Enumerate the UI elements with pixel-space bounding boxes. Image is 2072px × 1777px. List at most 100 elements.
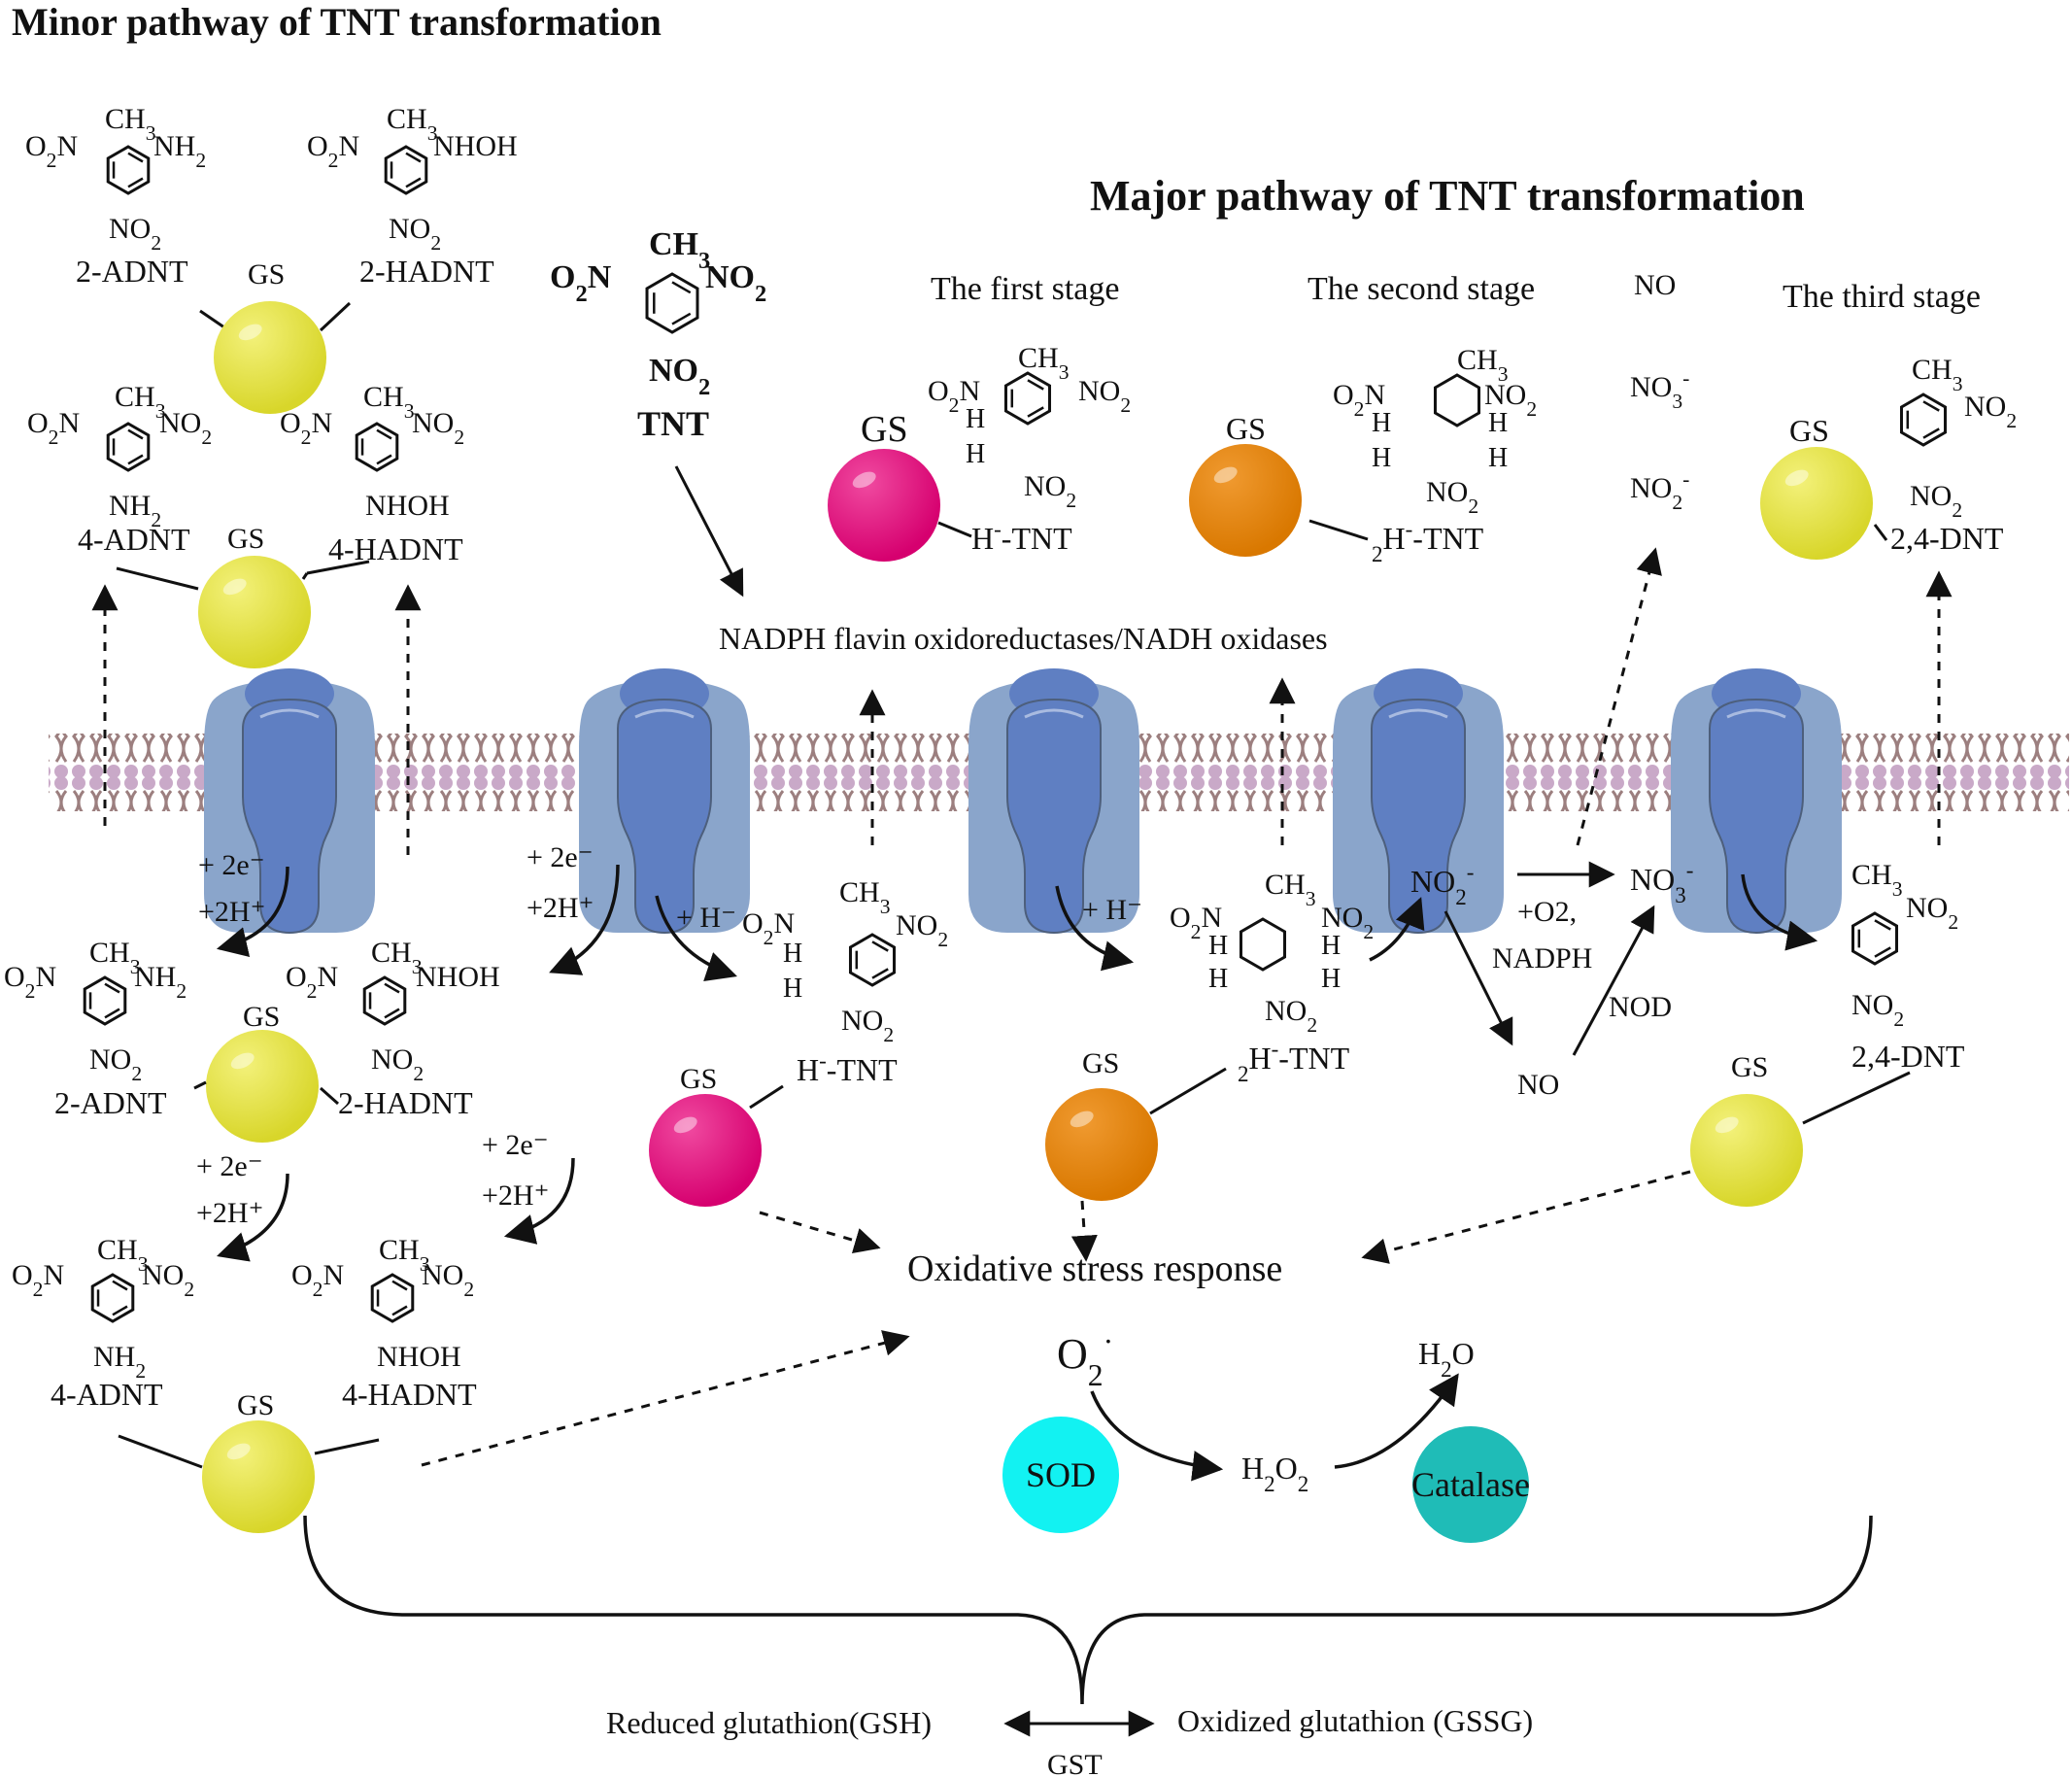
plus-h-label: + H⁻ [676, 902, 736, 934]
membrane-protein-5-shine [1726, 708, 1786, 719]
h-label: H [1321, 964, 1341, 994]
o2n-label: O2N [742, 907, 795, 949]
ring-4adnt-top-double-bond [127, 428, 144, 440]
curved-arrow [655, 895, 737, 981]
gs-sphere-yellow [202, 1420, 315, 1533]
curved-arrow [1055, 885, 1135, 972]
gs-label: GS [237, 1389, 274, 1421]
nhoh-label: NHOH [433, 130, 518, 162]
no2-label: NO2 [422, 1259, 474, 1301]
o2n-label: O2N [307, 130, 359, 172]
ring-24dnt-bottom [1851, 911, 1899, 966]
ring-2hadnt-top-double-bond [405, 152, 422, 163]
h-label: H [1372, 443, 1391, 473]
ring-4hadnt-bottom-double-bond [391, 1280, 408, 1291]
plus-2h-label: +2H⁺ [198, 896, 265, 928]
no2-label: NO2 [1265, 995, 1317, 1037]
label-tnt: TNT [637, 404, 709, 443]
ring-2adnt-top-hexagon [106, 145, 151, 195]
nadph-label: NADPH [1492, 942, 1592, 974]
ring-tnt-hexagon [645, 272, 699, 334]
label-4hadnt-top: 4-HADNT [328, 531, 463, 566]
ring-2htnt-top [1433, 373, 1481, 427]
bond-line [1308, 519, 1369, 541]
bond-line [320, 1086, 339, 1106]
ring-2adnt-top-double-bond [127, 177, 144, 188]
bond-line [306, 560, 370, 575]
no2-label: NO2- [1410, 859, 1474, 909]
ring-htnt-top-double-bond [1027, 406, 1044, 418]
ring-4hadnt-top-double-bond [376, 454, 392, 465]
ring-24dnt-top-double-bond [1922, 400, 1940, 412]
o2n-label: O2N [280, 407, 332, 449]
h-label: H [1372, 408, 1391, 438]
ch3-label: CH3 [387, 103, 437, 145]
ring-2htnt-top-hexagon [1433, 373, 1481, 427]
no2-label: NO2 [412, 407, 464, 449]
no2-label: NO2 [142, 1259, 194, 1301]
gs-sphere-yellow-highlight [238, 324, 262, 341]
sod-label: SOD [1026, 1455, 1096, 1494]
h-label: H [1208, 931, 1228, 961]
o2n-label: O2N [12, 1259, 64, 1301]
gs-sphere-yellow-highlight [230, 1052, 255, 1070]
gs-sphere-pink-sphere [828, 449, 940, 562]
ring-2hadnt-bottom [362, 975, 407, 1026]
o2-label: +O2, [1517, 896, 1577, 928]
no2-label: NO2 [1964, 391, 2017, 432]
bond-line [118, 1434, 203, 1469]
gs-sphere-yellow [206, 1030, 319, 1143]
nh2-label: NH2 [134, 961, 187, 1003]
h-label: H [1488, 443, 1508, 473]
membrane-protein-2-shine [634, 708, 695, 719]
gs-sphere-yellow-sphere [198, 556, 311, 668]
ch3-label: CH3 [371, 937, 422, 978]
ch3-label: CH3 [1018, 342, 1069, 384]
gs-sphere-yellow [1760, 447, 1873, 560]
curved-arrow [216, 1173, 289, 1262]
h-label: H [783, 974, 802, 1004]
gs-label: GS [248, 258, 285, 290]
gs-sphere-orange-highlight [1070, 1111, 1094, 1128]
no2-label: NO2 [1851, 989, 1904, 1031]
label-2adnt-top: 2-ADNT [76, 254, 188, 289]
curved-arrow-h2o2-to-h2o [1334, 1373, 1459, 1469]
ch3-label: CH3 [363, 381, 414, 423]
ring-4adnt-top [106, 422, 151, 472]
label-24dnt-bottom: 2,4-DNT [1851, 1039, 1965, 1074]
gs-sphere-orange-highlight [1213, 466, 1238, 484]
plus-2h-label: +2H⁺ [526, 892, 594, 924]
ring-2hadnt-bottom-double-bond [384, 982, 400, 994]
bond-line [301, 572, 309, 580]
o2n-label: O2N [27, 407, 80, 449]
no2-label: NO2 [1078, 375, 1131, 417]
nhoh-label: NHOH [377, 1341, 461, 1373]
no3-label: NO3- [1630, 366, 1689, 413]
label-htnt-bottom: H--TNT [797, 1047, 898, 1087]
gs-sphere-pink [649, 1094, 762, 1207]
ring-2hadnt-bottom-double-bond [384, 1008, 400, 1019]
membrane-protein-4 [1333, 668, 1504, 935]
sod-enzyme [1002, 1417, 1119, 1533]
gsh-label: Reduced glutathion(GSH) [606, 1705, 932, 1740]
o2n-label: O2N [550, 259, 612, 307]
ch3-label: CH3 [1457, 344, 1508, 386]
ch3-label: CH3 [1851, 859, 1902, 901]
third-stage-label: The third stage [1783, 279, 1981, 315]
no2-label: NO2 [389, 213, 441, 255]
curved-arrow [549, 864, 620, 975]
gs-label: GS [227, 523, 264, 555]
ch3-label: CH3 [649, 226, 710, 274]
membrane-protein-3-shine [1024, 708, 1084, 719]
label-htnt-top: H--TNT [971, 516, 1072, 556]
o2n-label: O2N [1333, 379, 1385, 421]
no2-label: NO2 [705, 259, 766, 307]
curved-arrow [1369, 897, 1425, 962]
bond-line [314, 1438, 380, 1455]
ring-4hadnt-top-hexagon [355, 422, 399, 472]
ring-4adnt-bottom-hexagon [90, 1273, 135, 1323]
membrane-protein-4-core [1371, 698, 1466, 935]
ring-htnt-bottom-hexagon [848, 933, 897, 987]
